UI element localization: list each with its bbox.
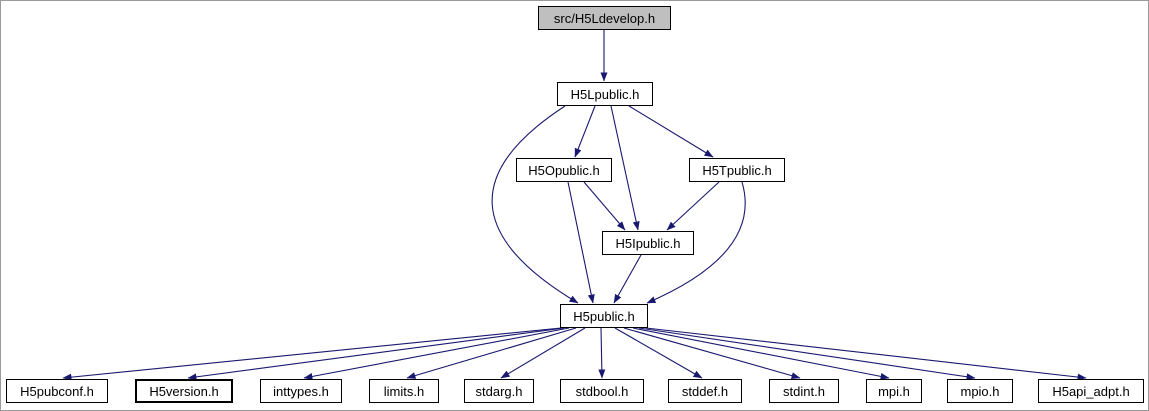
edge-H5Opublic-to-H5Ipublic bbox=[583, 181, 626, 231]
edge-H5public-to-stdint bbox=[623, 327, 801, 380]
edge-H5Lpublic-to-H5Opublic bbox=[574, 105, 596, 158]
node-label: H5api_adpt.h bbox=[1052, 383, 1130, 399]
node-label: H5public.h bbox=[573, 308, 635, 324]
edge-H5public-to-stdbool bbox=[598, 327, 606, 379]
node-H5public[interactable]: H5public.h bbox=[560, 304, 648, 328]
node-H5Ipublic[interactable]: H5Ipublic.h bbox=[602, 231, 694, 255]
node-label: H5Lpublic.h bbox=[570, 86, 640, 102]
node-label: H5Tpublic.h bbox=[702, 162, 772, 178]
node-label: stdbool.h bbox=[575, 383, 629, 399]
node-label: H5Ipublic.h bbox=[615, 235, 681, 251]
node-label: H5version.h bbox=[149, 383, 219, 399]
node-label: src/H5Ldevelop.h bbox=[553, 10, 656, 26]
edge-H5public-to-mpi bbox=[632, 327, 890, 380]
node-label: limits.h bbox=[383, 383, 425, 399]
node-label: mpio.h bbox=[960, 383, 1000, 399]
edge-H5Opublic-to-H5public bbox=[567, 181, 595, 304]
node-H5version[interactable]: H5version.h bbox=[135, 379, 233, 403]
node-stdbool: stdbool.h bbox=[560, 379, 644, 403]
node-stdarg: stdarg.h bbox=[464, 379, 534, 403]
node-stdint: stdint.h bbox=[769, 379, 839, 403]
node-H5Opublic[interactable]: H5Opublic.h bbox=[516, 158, 612, 182]
edge-H5Lpublic-to-H5Ipublic bbox=[610, 105, 640, 231]
edge-H5public-to-stdarg bbox=[500, 327, 586, 379]
node-stddef: stddef.h bbox=[668, 379, 742, 403]
node-mpi: mpi.h bbox=[866, 379, 922, 403]
node-H5api_adpt: H5api_adpt.h bbox=[1038, 379, 1144, 403]
node-root: src/H5Ldevelop.h bbox=[538, 6, 671, 30]
edge-H5Tpublic-to-H5Ipublic bbox=[666, 181, 720, 231]
edge-H5public-to-mpio bbox=[638, 327, 976, 381]
edge-H5Ipublic-to-H5public bbox=[613, 254, 642, 304]
edge-H5public-to-stddef bbox=[614, 327, 703, 379]
node-label: stddef.h bbox=[681, 383, 729, 399]
node-H5Tpublic[interactable]: H5Tpublic.h bbox=[689, 158, 785, 182]
node-label: stdarg.h bbox=[475, 383, 523, 399]
node-limits: limits.h bbox=[369, 379, 439, 403]
edge-H5public-to-H5pubconf bbox=[62, 327, 562, 381]
edge-H5public-to-inttypes bbox=[303, 327, 570, 380]
edge-H5Tpublic-to-H5public bbox=[646, 181, 746, 304]
node-H5Lpublic[interactable]: H5Lpublic.h bbox=[557, 82, 653, 106]
node-label: stdint.h bbox=[783, 383, 825, 399]
edge-H5public-to-H5api_adpt bbox=[645, 327, 1087, 381]
node-H5pubconf: H5pubconf.h bbox=[6, 379, 108, 403]
edge-H5Lpublic-to-H5Tpublic bbox=[628, 105, 714, 158]
node-inttypes: inttypes.h bbox=[260, 379, 342, 403]
edge-H5public-to-limits bbox=[406, 327, 577, 379]
node-label: mpi.h bbox=[878, 383, 910, 399]
node-label: H5Opublic.h bbox=[528, 162, 600, 178]
node-label: H5pubconf.h bbox=[20, 383, 94, 399]
edge-H5Lpublic-to-H5public bbox=[491, 105, 579, 304]
node-mpio: mpio.h bbox=[947, 379, 1013, 403]
node-label: inttypes.h bbox=[273, 383, 329, 399]
edge-H5public-to-H5version bbox=[187, 327, 565, 381]
